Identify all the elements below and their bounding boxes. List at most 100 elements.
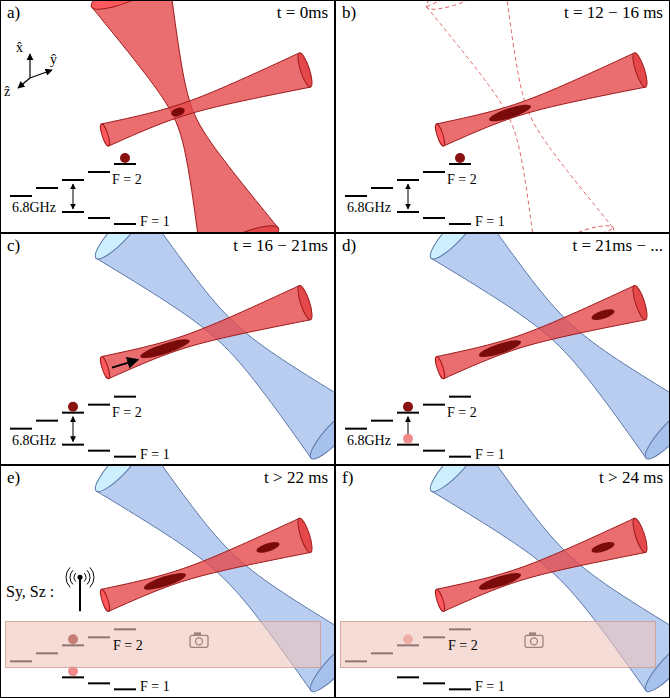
beam-end — [640, 401, 670, 464]
atom-state — [403, 402, 413, 412]
atom-cloud — [488, 101, 533, 124]
energy-level — [371, 420, 393, 422]
level-label: F = 2 — [112, 172, 142, 187]
energy-level — [423, 217, 445, 219]
energy-level — [62, 179, 84, 181]
axis-label: ẑ — [4, 84, 10, 99]
energy-level — [449, 688, 471, 690]
energy-level — [397, 412, 419, 414]
panel-letter: e) — [7, 469, 20, 488]
red-beam — [436, 518, 645, 611]
energy-level — [423, 171, 445, 173]
energy-level — [449, 456, 471, 458]
red-beam — [436, 286, 645, 379]
atom-cloud — [170, 106, 186, 118]
energy-level — [10, 195, 32, 197]
atom-state — [120, 153, 130, 163]
atom-state — [403, 434, 413, 444]
energy-level — [36, 187, 58, 189]
level-label: F = 1 — [140, 447, 170, 462]
energy-level — [397, 179, 419, 181]
beam-end — [90, 465, 150, 497]
beam-end — [425, 465, 485, 497]
transition-arrow — [408, 184, 409, 209]
dipole-beam — [91, 0, 278, 233]
energy-level — [88, 450, 110, 452]
atom-cloud — [255, 540, 280, 555]
beam-end — [630, 517, 650, 554]
beam-end — [295, 51, 315, 88]
energy-level — [10, 428, 32, 430]
panel: e)t > 22 msF = 2 — [0, 465, 335, 698]
panel-letter: d) — [342, 237, 356, 256]
panel-letter: a) — [7, 4, 20, 23]
axis-label: x̂ — [16, 40, 23, 55]
atom-state — [68, 402, 78, 412]
beam-end — [630, 51, 650, 88]
level-label: 6.8GHz — [347, 200, 391, 215]
energy-level — [449, 163, 471, 165]
time-label: t = 12 − 16 ms — [564, 4, 663, 23]
level-label: F = 2 — [447, 172, 477, 187]
beam-end — [422, 0, 507, 16]
beam-end — [434, 588, 447, 612]
level-label: F = 2 — [447, 405, 477, 420]
energy-level — [397, 211, 419, 213]
beam-end — [99, 123, 112, 147]
level-label: F = 1 — [475, 447, 505, 462]
beam-end — [87, 0, 172, 16]
transition-arrow — [73, 184, 74, 209]
atom-cloud — [139, 336, 192, 362]
panel-letter: f) — [342, 469, 353, 488]
atom-cloud — [143, 570, 188, 593]
time-label: t = 0ms — [277, 4, 328, 23]
panel-letter: b) — [342, 4, 356, 23]
panel-art — [10, 201, 365, 464]
panel: f)t > 24 msF = 2 — [335, 465, 670, 698]
beam-end — [305, 401, 335, 464]
state-band: F = 2 — [5, 621, 321, 668]
beam-end — [295, 284, 315, 321]
blue-beam — [96, 233, 335, 459]
panel-art — [345, 201, 670, 464]
beam-end — [197, 219, 282, 233]
level-label: F = 2 — [112, 405, 142, 420]
beam-end — [425, 233, 485, 265]
motion-arrow — [112, 360, 138, 368]
energy-level — [88, 171, 110, 173]
panel-letter: c) — [7, 237, 20, 256]
energy-level — [449, 396, 471, 398]
panel: b) t = 12 − 16 ms — [335, 0, 670, 233]
axis-label: ŷ — [50, 52, 57, 67]
antenna-icon — [66, 567, 94, 611]
energy-level — [36, 420, 58, 422]
time-label: t = 21ms − ... — [573, 237, 664, 256]
level-label: 6.8GHz — [347, 433, 391, 448]
panel: d) t = 21ms − ... — [335, 233, 670, 466]
beam-end — [434, 356, 447, 380]
energy-level — [345, 195, 367, 197]
level-label: Sy, Sz : — [6, 583, 54, 601]
energy-level — [88, 217, 110, 219]
panel-art — [10, 0, 315, 271]
energy-level — [114, 688, 136, 690]
energy-level — [449, 223, 471, 225]
beam-end — [295, 517, 315, 554]
red-beam — [101, 53, 310, 146]
level-label: F = 1 — [140, 214, 170, 229]
beam-end — [532, 219, 617, 233]
energy-level — [423, 404, 445, 406]
atom-cloud — [478, 570, 523, 593]
transition-arrow — [73, 417, 74, 442]
time-label: t > 24 ms — [599, 469, 663, 488]
beam-end — [434, 123, 447, 147]
level-label: F = 1 — [140, 679, 170, 694]
level-label: F = 1 — [475, 214, 505, 229]
panel: a) t = 0ms — [0, 0, 335, 233]
level-label: F = 1 — [475, 679, 505, 694]
red-beam — [436, 53, 645, 146]
atom-state — [455, 153, 465, 163]
energy-level — [371, 187, 393, 189]
energy-level — [423, 450, 445, 452]
